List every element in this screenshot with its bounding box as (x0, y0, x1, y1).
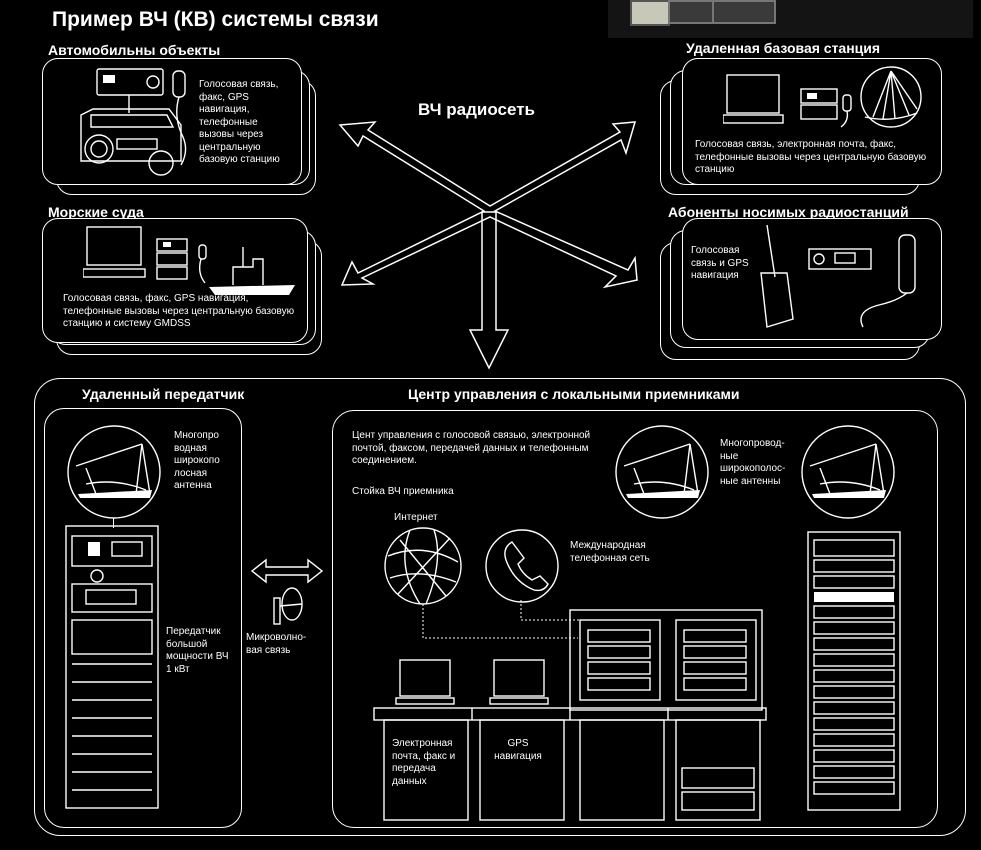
receiver-antenna-icon-1 (615, 425, 709, 519)
page-title: Пример ВЧ (КВ) системы связи (52, 8, 379, 31)
microwave-label: Микроволно- вая связь (246, 632, 307, 656)
remote-tx-heading: Удаленный передатчик (82, 386, 245, 402)
remote-tx-antenna-label: Многопро водная широкопо лосная антенна (174, 430, 220, 491)
manpack-text: Голосовая связь и GPS навигация (691, 245, 749, 281)
vehicles-text: Голосовая связь, факс, GPS навигация, те… (199, 79, 280, 165)
phone-icon (485, 529, 559, 603)
vehicle-illustration (80, 68, 187, 176)
remote-base-card: Голосовая связь, электронная почта, факс… (682, 58, 942, 185)
ships-card: Голосовая связь, факс, GPS навигация, те… (42, 218, 308, 343)
bottom-container (34, 378, 966, 836)
ships-text: Голосовая связь, факс, GPS навигация, те… (63, 293, 295, 329)
vehicles-card: Голосовая связь, факс, GPS навигация, те… (42, 58, 302, 185)
vehicles-heading: Автомобильны объекты (48, 42, 221, 58)
photo-strip (608, 0, 973, 38)
receiver-rack (807, 531, 901, 811)
control-center-description: Цент управления с голосовой связью, элек… (352, 430, 591, 466)
transmitter-label: Передатчик большой мощности ВЧ 1 кВт (166, 626, 229, 675)
ship-illustration (83, 226, 295, 295)
remote-base-text: Голосовая связь, электронная почта, факс… (695, 139, 927, 175)
manpack-card: Голосовая связь и GPS навигация (682, 218, 942, 340)
hf-network-label: ВЧ радиосеть (418, 100, 535, 119)
control-center-heading: Центр управления с локальными приемникам… (408, 386, 740, 402)
email-label: Электронная почта, факс и передача данны… (392, 738, 456, 787)
manpack-illustration (760, 224, 916, 328)
internet-label: Интернет (394, 512, 438, 523)
gps-label: GPS навигация (494, 738, 542, 762)
ships-heading: Морские суда (48, 204, 144, 220)
rack-label: Стойка ВЧ приемника (352, 486, 454, 497)
receiver-antennas-label: Многопровод- ные широкополос- ные антенн… (720, 438, 786, 487)
phone-link (520, 600, 580, 621)
control-center-panel (332, 410, 938, 828)
remote-tx-panel (44, 408, 242, 828)
manpack-heading: Абоненты носимых радиостанций (668, 204, 909, 220)
internet-globe-icon (384, 527, 462, 605)
remote-tx-antenna-icon (67, 425, 161, 519)
remote-base-heading: Удаленная базовая станция (686, 40, 881, 56)
transmitter-rack (65, 525, 159, 809)
microwave-arrow (250, 558, 324, 584)
microwave-dish-icon (273, 587, 303, 625)
hf-network-arrows (338, 121, 638, 370)
receiver-antenna-icon-2 (801, 425, 895, 519)
internet-link (422, 604, 578, 639)
base-station-illustration (723, 66, 922, 128)
workstations (373, 609, 767, 821)
phone-label: Международная телефонная сеть (570, 540, 650, 564)
remote-tx-link (113, 518, 114, 528)
